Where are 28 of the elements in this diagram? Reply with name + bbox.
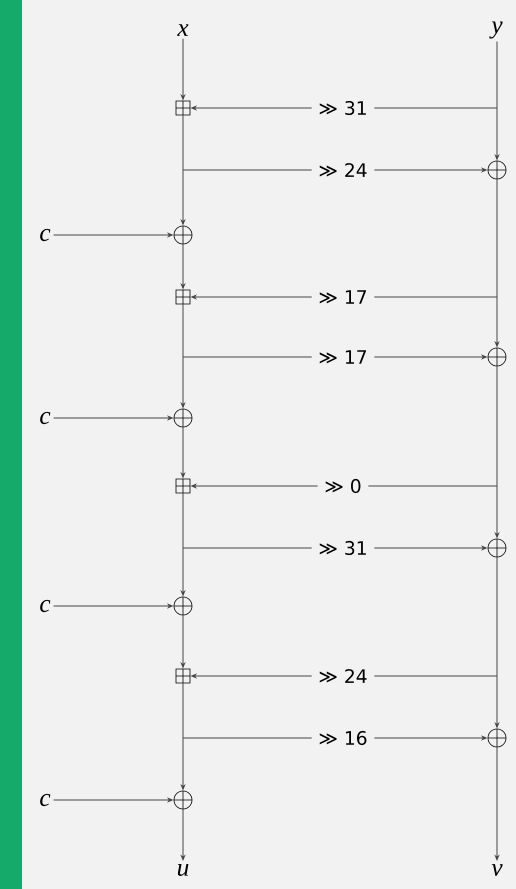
variable-label: c bbox=[40, 228, 50, 242]
modular-add-symbol bbox=[176, 290, 190, 304]
xor-symbol bbox=[488, 728, 506, 748]
shift-label: ≫ 31 bbox=[312, 100, 374, 116]
xor-symbol bbox=[174, 596, 192, 616]
variable-label: c bbox=[40, 412, 50, 424]
shift-label: ≫ 17 bbox=[312, 348, 374, 366]
modular-add-symbol bbox=[176, 668, 190, 684]
xor-symbol bbox=[488, 160, 506, 180]
variable-label: y bbox=[489, 21, 503, 39]
variable-label: v bbox=[492, 864, 503, 876]
shift-label: ≫ 16 bbox=[312, 730, 374, 746]
xor-symbol bbox=[488, 538, 506, 558]
xor-symbol bbox=[488, 348, 506, 366]
variable-label: u bbox=[178, 864, 188, 876]
shift-label: ≫ 24 bbox=[312, 668, 374, 684]
shift-label: ≫ 31 bbox=[312, 540, 374, 556]
modular-add-symbol bbox=[176, 100, 190, 116]
variable-label: c bbox=[40, 600, 50, 612]
variable-label: c bbox=[40, 794, 50, 806]
xor-symbol bbox=[174, 226, 192, 244]
xor-symbol bbox=[174, 790, 192, 810]
variable-label: x bbox=[177, 24, 188, 36]
xor-symbol bbox=[174, 408, 192, 428]
shift-label: ≫ 24 bbox=[312, 162, 374, 178]
shift-label: ≫ 0 bbox=[318, 478, 368, 494]
modular-add-symbol bbox=[176, 478, 190, 494]
shift-label: ≫ 17 bbox=[312, 288, 374, 306]
